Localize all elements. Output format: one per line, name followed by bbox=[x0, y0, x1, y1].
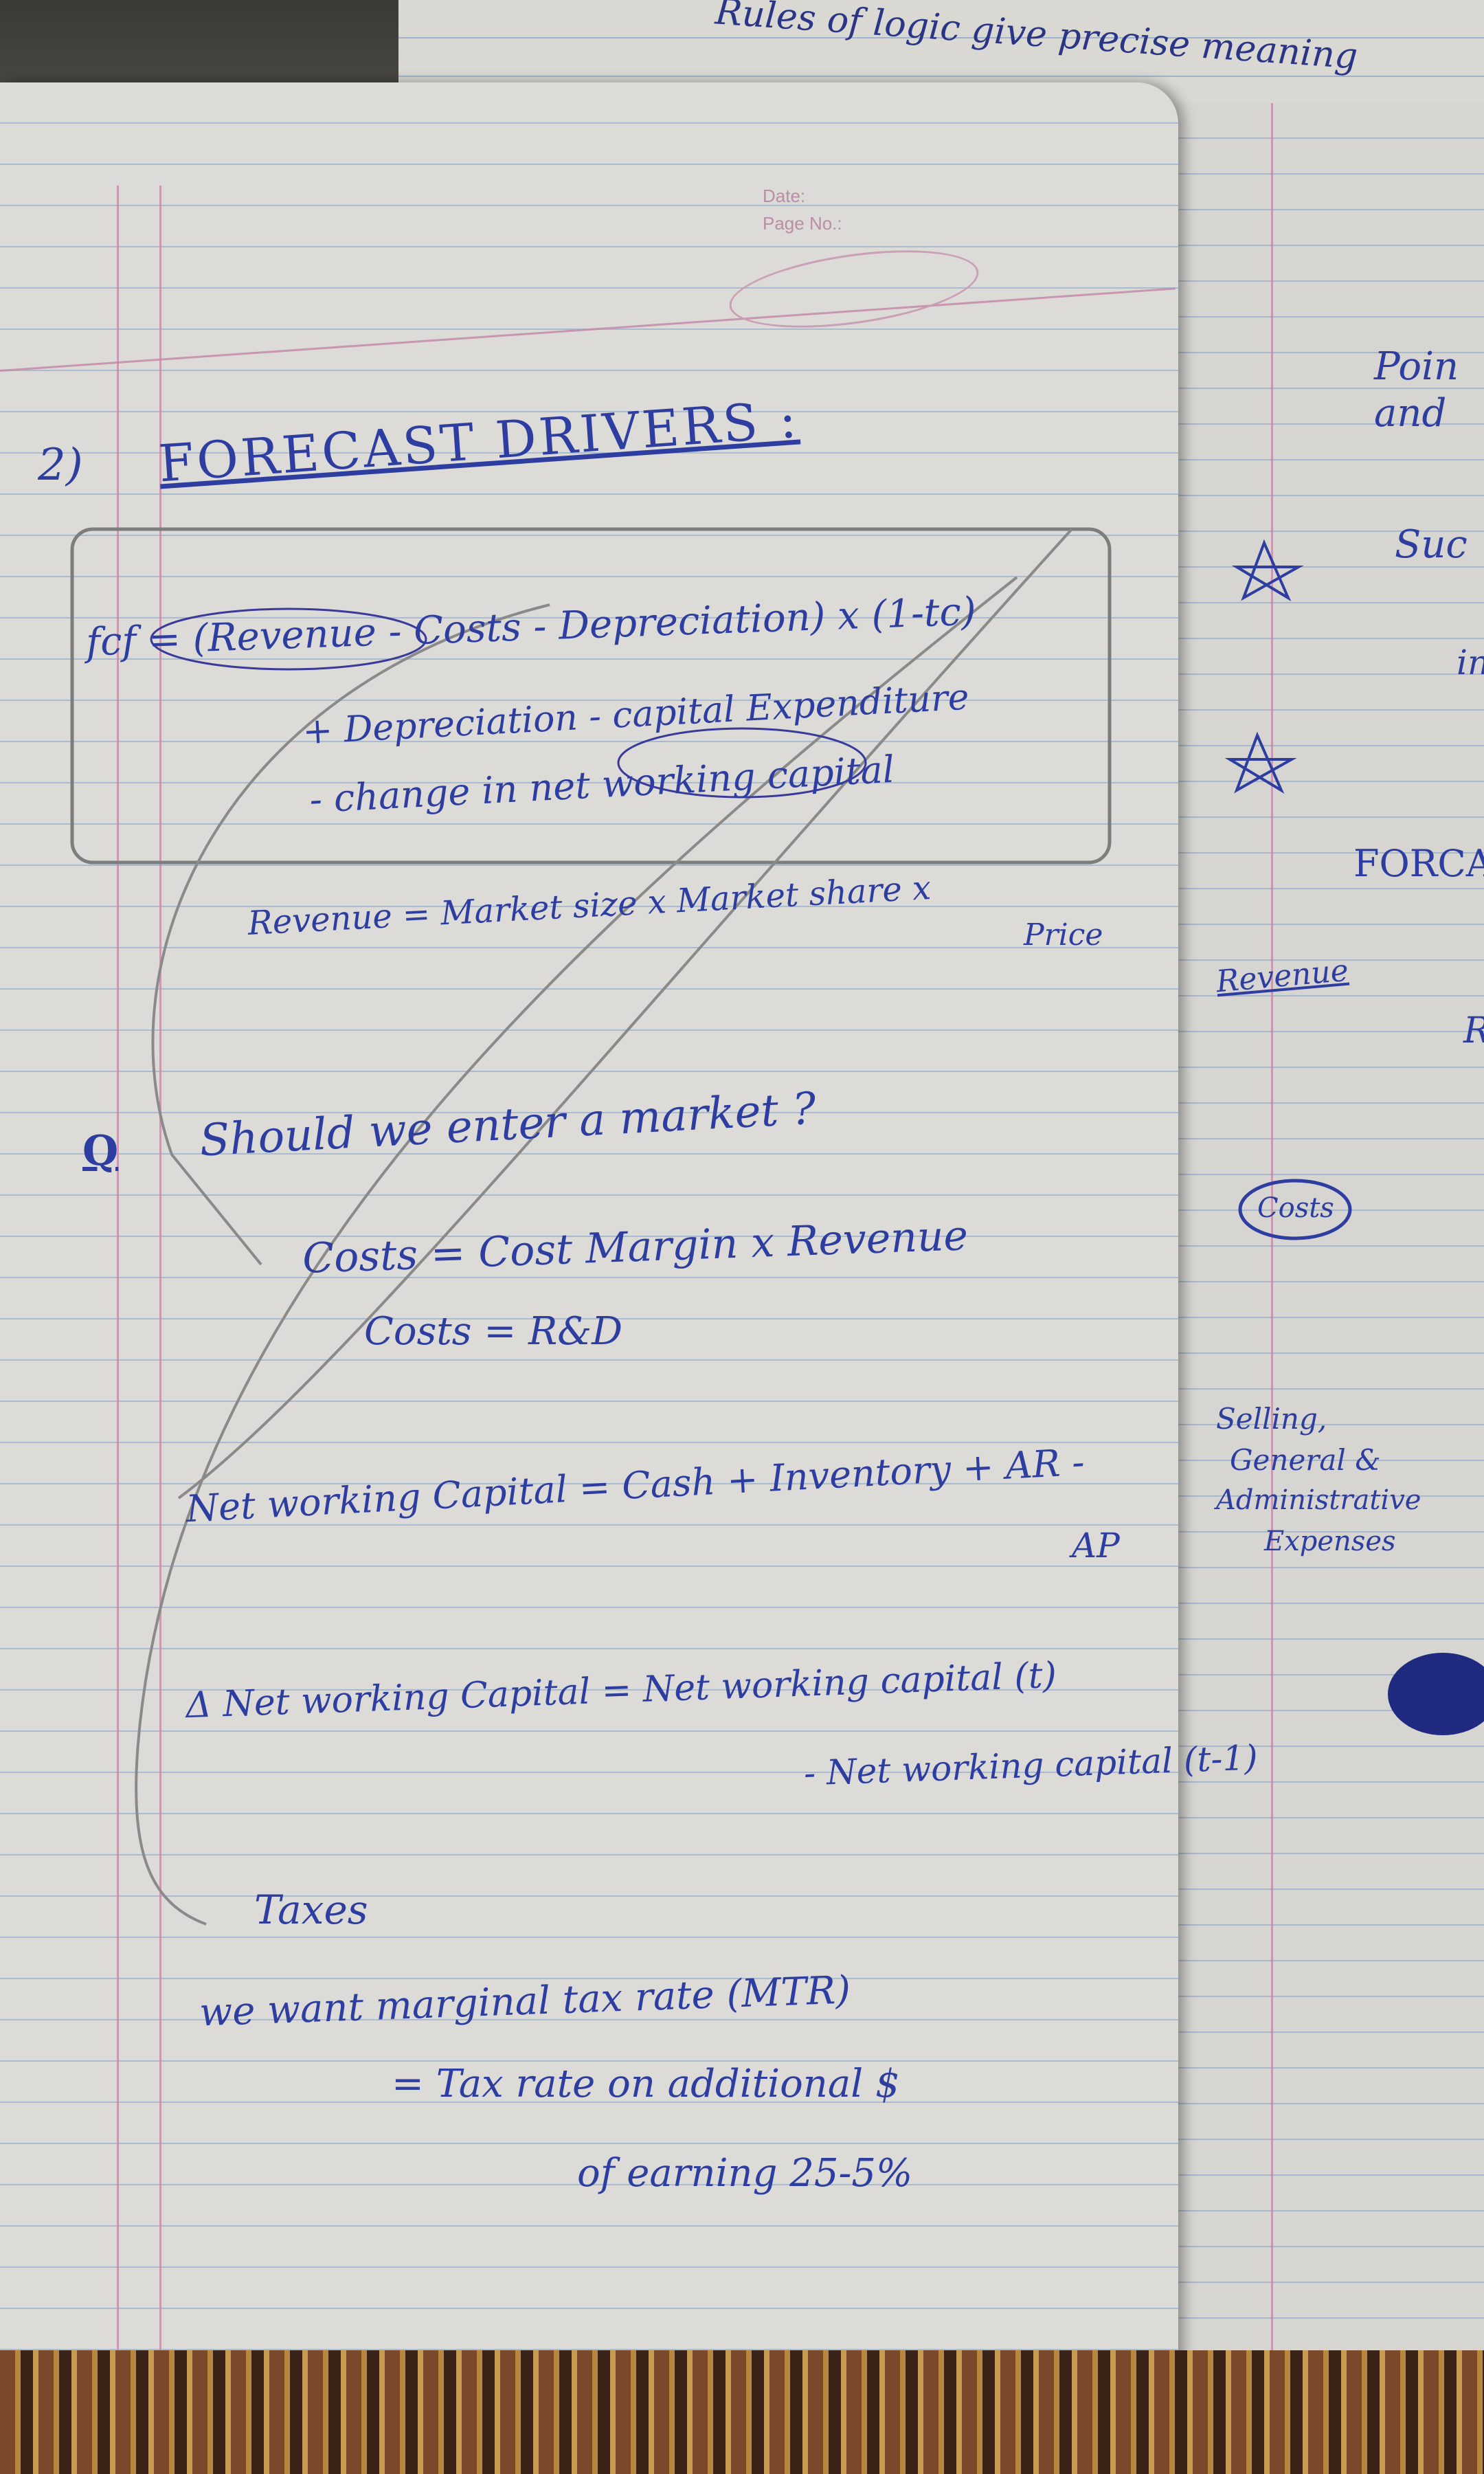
question-mark-label: Q bbox=[82, 1127, 119, 1175]
sga-note-line-3: Administrative bbox=[1216, 1484, 1421, 1516]
left-margin-line-2 bbox=[159, 186, 161, 2474]
main-notebook-page bbox=[0, 82, 1178, 2474]
revenue-eq-line-2: Price bbox=[1024, 917, 1103, 952]
costs-eq-line-2: Costs = R&D bbox=[364, 1309, 622, 1354]
nwc-eq-line-2: AP bbox=[1072, 1526, 1120, 1565]
revenue-circle bbox=[150, 608, 427, 671]
right-costs-circle bbox=[1238, 1179, 1352, 1240]
sga-note-line-2: General & bbox=[1230, 1443, 1381, 1477]
pencil-arrow-1 bbox=[177, 528, 1073, 1500]
taxes-line-3: of earning 25-5% bbox=[577, 2151, 913, 2196]
sga-note-line-4: Expenses bbox=[1264, 1526, 1396, 1557]
stamp-date-label: Date: bbox=[763, 186, 806, 206]
net-circle bbox=[617, 727, 867, 799]
left-margin-line bbox=[117, 186, 119, 2474]
right-r-letter: R bbox=[1463, 1010, 1484, 1051]
star-icon-2 bbox=[1231, 539, 1304, 601]
taxes-line-2: = Tax rate on additional $ bbox=[392, 2062, 900, 2106]
scribble-blot bbox=[1388, 1653, 1484, 1735]
pencil-arrow-2 bbox=[151, 603, 550, 1266]
taxes-title: Taxes bbox=[254, 1886, 368, 1933]
right-sub-text: in bbox=[1457, 643, 1484, 682]
wooden-surface bbox=[0, 2350, 1484, 2474]
right-star-1-text: Poin and bbox=[1374, 344, 1459, 436]
right-margin-line bbox=[1271, 103, 1273, 2392]
right-costs-label: Costs bbox=[1257, 1192, 1334, 1224]
sga-note-line-1: Selling, bbox=[1216, 1402, 1327, 1436]
heading-number: 2) bbox=[38, 440, 83, 491]
star-icon bbox=[1224, 731, 1297, 794]
fcf-pencil-box bbox=[70, 527, 1112, 865]
stamp-page-label: Page No.: bbox=[763, 213, 842, 234]
right-heading: FORCA bbox=[1353, 842, 1484, 885]
right-star-2-text: Suc bbox=[1395, 522, 1468, 567]
